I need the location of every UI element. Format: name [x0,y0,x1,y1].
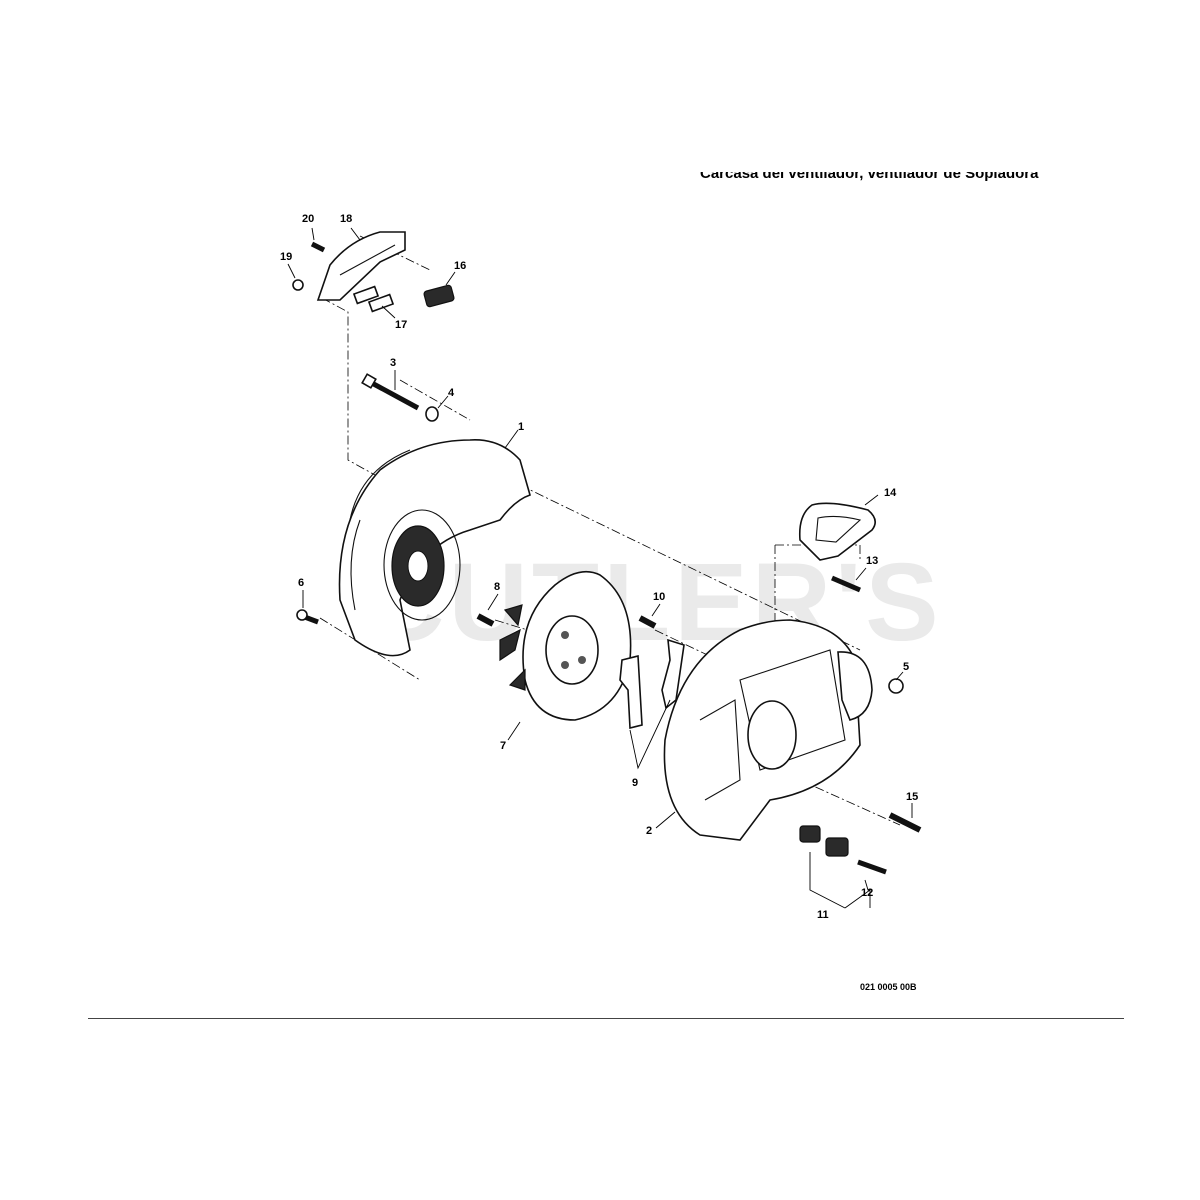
callout-3: 3 [390,357,396,369]
callout-18: 18 [340,213,352,225]
top-cover [316,231,406,301]
callout-14: 14 [884,487,897,499]
callout-8: 8 [494,581,500,593]
callout-17: 17 [395,319,407,331]
callout-13: 13 [866,555,878,567]
callout-7: 7 [500,740,506,752]
fasteners [292,241,922,875]
page-title: Carcasa del ventilador, ventilador de So… [700,172,1039,182]
page-rule [88,1018,1124,1019]
callout-19: 19 [280,251,292,263]
callout-11: 11 [817,909,829,921]
callout-16: 16 [454,260,466,272]
impeller [499,570,632,721]
front-fan-housing [338,439,531,657]
handle [798,502,876,561]
callout-4: 4 [448,387,455,399]
labels [352,285,395,313]
callout-5: 5 [903,661,909,673]
callout-1: 1 [518,421,524,433]
callout-15: 15 [906,791,918,803]
callout-9: 9 [632,777,638,789]
connector [423,284,455,308]
callout-2: 2 [646,825,652,837]
callout-20: 20 [302,213,314,225]
callout-numbers: 1 2 3 4 5 6 7 8 9 10 11 12 13 14 15 16 1… [280,213,918,921]
clips [799,825,849,857]
drawing-code: 021 0005 00B [860,982,917,992]
callout-12: 12 [861,887,873,899]
rear-fan-housing [663,619,873,841]
callout-6: 6 [298,577,304,589]
leader-lines [287,227,913,909]
callout-10: 10 [653,591,665,603]
